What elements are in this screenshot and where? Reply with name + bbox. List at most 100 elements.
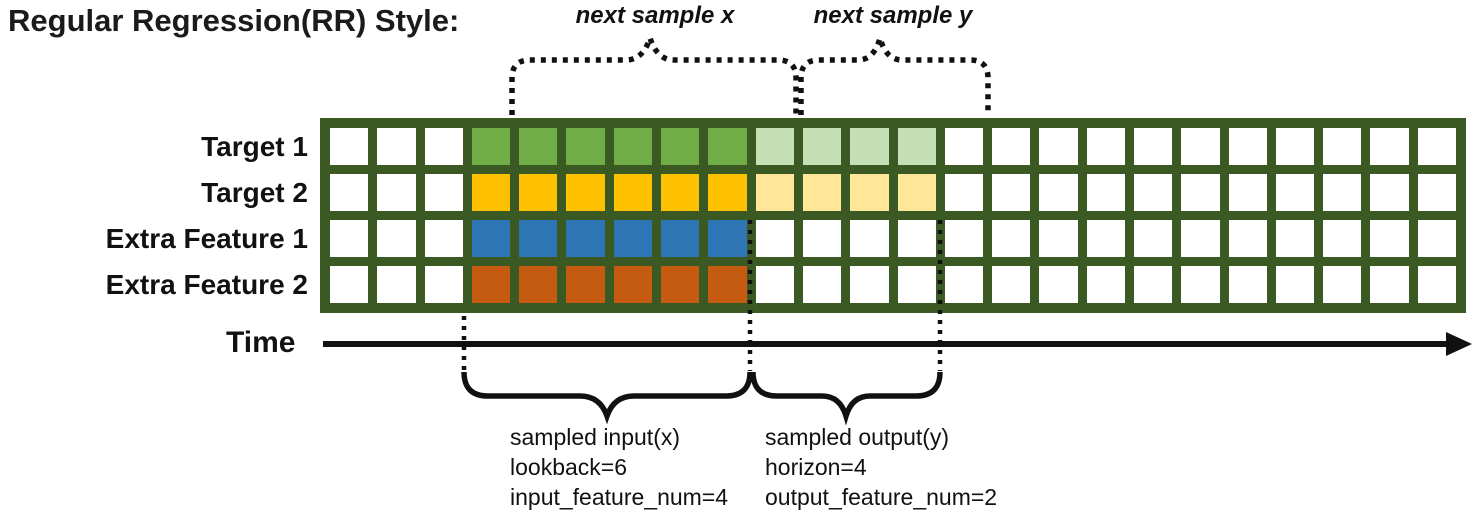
grid-cell-empty <box>1181 220 1220 257</box>
grid-cell-empty <box>755 266 794 303</box>
grid-cell-input <box>708 128 747 165</box>
row-label-target-1: Target 1 <box>201 131 308 162</box>
lookback-line: lookback=6 <box>510 454 627 480</box>
grid-cell-input <box>661 220 700 257</box>
grid-cell-empty <box>1133 128 1173 165</box>
grid-cell-empty <box>1181 174 1220 211</box>
grid-cell-empty <box>1370 220 1409 257</box>
grid-cell-empty <box>330 174 369 211</box>
grid-cell-output <box>802 128 842 165</box>
grid-cell-empty <box>377 128 416 165</box>
grid-cell-empty <box>992 220 1031 257</box>
grid-cell-empty <box>1039 220 1078 257</box>
output-feature-num-line: output_feature_num=2 <box>765 484 998 510</box>
grid-cell-input <box>613 266 653 303</box>
grid-cell-empty <box>1417 220 1456 257</box>
row-label-extra-feature-2: Extra Feature 2 <box>105 269 308 300</box>
grid-cell-empty <box>1086 220 1125 257</box>
grid-cell-input <box>661 174 700 211</box>
grid-cell-empty <box>802 266 842 303</box>
grid-cell-input <box>471 128 511 165</box>
grid-cell-empty <box>1039 266 1078 303</box>
grid-cell-input <box>613 128 653 165</box>
grid-cell-empty <box>1228 220 1267 257</box>
grid-cell-empty <box>1228 174 1267 211</box>
grid-cell-empty <box>1181 266 1220 303</box>
grid-cell-empty <box>1133 220 1173 257</box>
grid-cell-input <box>661 266 700 303</box>
sample-grid <box>320 118 1466 313</box>
grid-cell-input <box>519 266 558 303</box>
grid-cell-output <box>850 174 889 211</box>
grid-cell-empty <box>850 220 889 257</box>
grid-cell-empty <box>1323 266 1362 303</box>
sampled-input-note: sampled input(x) lookback=6 input_featur… <box>510 422 728 512</box>
grid-cell-empty <box>944 220 984 257</box>
row-label-target-2: Target 2 <box>201 177 308 208</box>
grid-cell-empty <box>424 128 463 165</box>
grid-cell-input <box>519 128 558 165</box>
grid-cell-empty <box>897 220 936 257</box>
diagram-title: Regular Regression(RR) Style: <box>8 3 460 38</box>
grid-cell-empty <box>1228 128 1267 165</box>
grid-cell-empty <box>1039 174 1078 211</box>
grid-cell-input <box>566 174 605 211</box>
grid-cell-empty <box>802 220 842 257</box>
grid-cell-empty <box>1086 174 1125 211</box>
grid-cell-empty <box>1086 128 1125 165</box>
grid-cell-empty <box>330 266 369 303</box>
grid-cell-output <box>897 128 936 165</box>
grid-cell-input <box>613 174 653 211</box>
grid-cell-input <box>566 220 605 257</box>
grid-cell-empty <box>1228 266 1267 303</box>
grid-cell-empty <box>1275 174 1315 211</box>
grid-cell-output <box>802 174 842 211</box>
grid-cell-empty <box>1275 220 1315 257</box>
grid-cell-input <box>519 174 558 211</box>
underbrace-sampled-output <box>750 371 943 426</box>
overbrace-next-sample-y <box>798 27 991 115</box>
grid-cell-input <box>566 128 605 165</box>
grid-cell-empty <box>377 174 416 211</box>
grid-cell-empty <box>1417 266 1456 303</box>
input-feature-num-line: input_feature_num=4 <box>510 484 729 510</box>
grid-cell-input <box>708 220 747 257</box>
grid-cell-input <box>471 174 511 211</box>
grid-cell-input <box>708 266 747 303</box>
grid-cell-input <box>471 220 511 257</box>
grid-cell-input <box>708 174 747 211</box>
grid-cell-empty <box>1417 174 1456 211</box>
grid-cell-empty <box>1133 174 1173 211</box>
underbrace-sampled-input <box>461 371 753 425</box>
grid-cell-empty <box>992 128 1031 165</box>
grid-cell-empty <box>424 174 463 211</box>
grid-cell-output <box>755 174 794 211</box>
grid-cell-empty <box>944 266 984 303</box>
grid-cell-empty <box>1370 174 1409 211</box>
grid-cell-output <box>755 128 794 165</box>
grid-cell-empty <box>424 220 463 257</box>
grid-cell-empty <box>1323 128 1362 165</box>
time-axis-arrowhead <box>1446 332 1472 356</box>
next-sample-y-label: next sample y <box>813 2 973 29</box>
grid-cell-empty <box>1370 266 1409 303</box>
grid-cell-input <box>566 266 605 303</box>
grid-cell-empty <box>897 266 936 303</box>
grid-cell-empty <box>330 220 369 257</box>
grid-cell-empty <box>850 266 889 303</box>
grid-cell-output <box>897 174 936 211</box>
grid-cell-empty <box>330 128 369 165</box>
next-sample-x-label: next sample x <box>575 2 735 29</box>
row-label-extra-feature-1: Extra Feature 1 <box>105 223 308 254</box>
grid-cell-empty <box>1275 128 1315 165</box>
grid-cell-input <box>519 220 558 257</box>
time-axis-label: Time <box>226 326 296 359</box>
grid-cell-empty <box>1181 128 1220 165</box>
horizon-line: horizon=4 <box>765 454 867 480</box>
overbrace-next-sample-x <box>509 28 799 115</box>
grid-cell-empty <box>944 128 984 165</box>
sampled-input-line: sampled input(x) <box>510 424 681 450</box>
grid-cell-output <box>850 128 889 165</box>
grid-cell-empty <box>1417 128 1456 165</box>
